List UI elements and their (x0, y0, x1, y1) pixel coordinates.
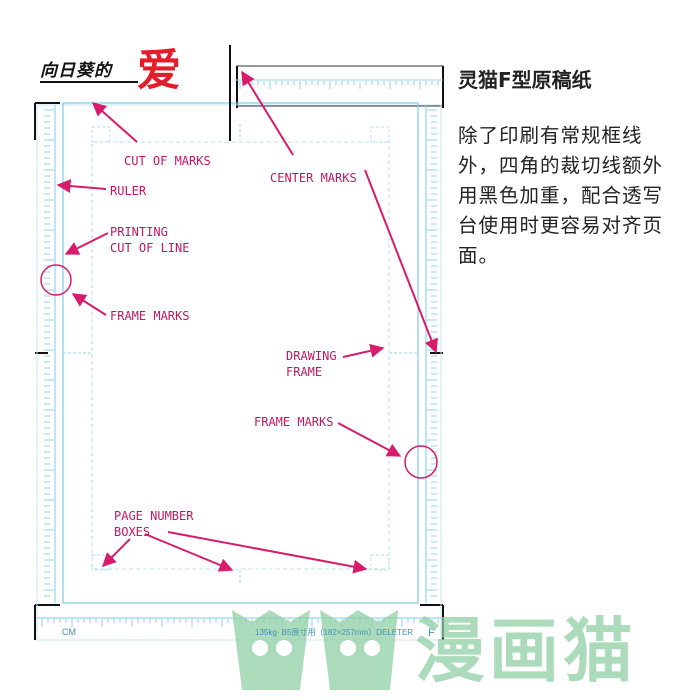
arrow-page-number-center (144, 533, 234, 572)
paper-cm-label: CM (62, 627, 76, 637)
arrow-ruler (56, 179, 107, 194)
cat-watermark-eyes (252, 640, 380, 656)
label-frame-marks-left: FRAME MARKS (110, 309, 190, 323)
main-sheet (36, 102, 442, 641)
label-cut-of-marks: CUT OF MARKS (124, 154, 211, 168)
label-ruler: RULER (110, 184, 147, 198)
label-printing-cut-of-line: PRINTING CUT OF LINE (110, 225, 190, 255)
arrow-center-marks-right (364, 169, 438, 354)
brand-big-text: 爱 (137, 45, 181, 96)
back-sheet (235, 65, 444, 108)
description-text: 除了印刷有常规框线外，四角的裁切线额外用黑色加重，配合透写台使用时更容易对齐页面… (458, 124, 664, 267)
label-center-marks: CENTER MARKS (270, 171, 357, 185)
cat-watermark-icon (232, 610, 398, 690)
paper-type-letter: F (428, 627, 435, 639)
arrow-drawing-frame (342, 343, 385, 358)
trim-marks (34, 102, 444, 640)
arrow-frame-marks-right (337, 422, 402, 457)
brand-underline (40, 81, 138, 83)
arrow-cut-of-marks (91, 102, 138, 143)
arrow-frame-marks-left (71, 293, 107, 316)
top-ruler (239, 81, 439, 89)
label-drawing-frame: DRAWING FRAME (286, 349, 337, 379)
arrow-center-marks-top (241, 70, 294, 156)
brand-divider (229, 45, 231, 141)
arrow-printing-cut-of-line (64, 232, 109, 255)
frame-mark-circle-left (40, 264, 72, 296)
left-ruler (44, 109, 54, 597)
label-page-number-boxes: PAGE NUMBER BOXES (114, 509, 194, 539)
watermark-text: 漫画猫 (415, 610, 637, 692)
brand-small-text: 向日葵的 (40, 61, 112, 81)
page-title: 灵猫F型原稿纸 (458, 68, 592, 92)
arrow-page-number-left (102, 538, 131, 567)
frame-mark-circle-right (404, 445, 438, 479)
arrow-page-number-right (167, 531, 368, 574)
label-frame-marks-right: FRAME MARKS (254, 415, 334, 429)
brand-logo: 向日葵的 爱 (40, 40, 231, 141)
paper-spec-text: 135kg· B5原寸用（182×257mm）DELETER (255, 628, 414, 637)
